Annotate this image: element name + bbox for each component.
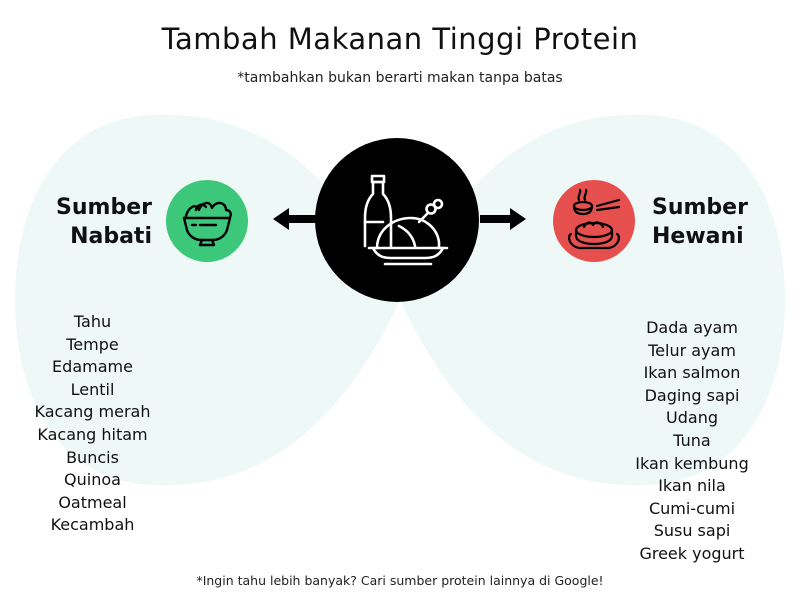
roast-chicken-bottle-icon: [363, 174, 449, 266]
list-item: Oatmeal: [58, 492, 127, 512]
list-item: Kecambah: [50, 515, 135, 535]
list-item: Greek yogurt: [639, 543, 745, 563]
list-item: Daging sapi: [644, 385, 740, 405]
animal-icon-circle: [553, 180, 635, 262]
list-item: Kacang merah: [34, 402, 151, 422]
page-subtitle: *tambahkan bukan berarti makan tanpa bat…: [237, 70, 563, 86]
left-arrow-icon: [273, 208, 319, 230]
list-item: Quinoa: [64, 470, 121, 490]
list-item: Edamame: [52, 357, 133, 377]
list-item: Udang: [666, 408, 718, 428]
plant-heading-line2: Nabati: [70, 224, 152, 249]
plant-protein-list: Tahu Tempe Edamame Lentil Kacang merah K…: [20, 311, 165, 537]
right-arrow-icon: [480, 208, 526, 230]
animal-source-heading: Sumber Hewani: [652, 193, 792, 251]
animal-heading-line1: Sumber: [652, 195, 748, 220]
footer-note: *Ingin tahu lebih banyak? Cari sumber pr…: [196, 573, 604, 588]
plant-heading-line1: Sumber: [56, 195, 152, 220]
center-icon-circle: [315, 138, 479, 302]
list-item: Ikan salmon: [643, 363, 741, 383]
list-item: Ikan kembung: [635, 453, 749, 473]
plant-icon-circle: [166, 180, 248, 262]
plant-source-heading: Sumber Nabati: [40, 193, 152, 251]
animal-protein-list: Dada ayam Telur ayam Ikan salmon Daging …: [612, 317, 772, 566]
list-item: Cumi-cumi: [648, 498, 736, 518]
list-item: Lentil: [70, 379, 115, 399]
list-item: Susu sapi: [653, 521, 731, 541]
list-item: Tahu: [73, 312, 112, 331]
page-title: Tambah Makanan Tinggi Protein: [161, 22, 639, 56]
salad-bowl-icon: [182, 201, 232, 247]
dumpling-bowl-icon: [568, 188, 621, 250]
list-item: Dada ayam: [646, 318, 738, 337]
list-item: Tuna: [673, 430, 711, 450]
list-item: Tempe: [66, 334, 119, 354]
list-item: Kacang hitam: [37, 424, 148, 444]
animal-heading-line2: Hewani: [652, 224, 744, 249]
list-item: Buncis: [66, 447, 119, 467]
list-item: Ikan nila: [658, 476, 726, 496]
list-item: Telur ayam: [648, 340, 736, 360]
